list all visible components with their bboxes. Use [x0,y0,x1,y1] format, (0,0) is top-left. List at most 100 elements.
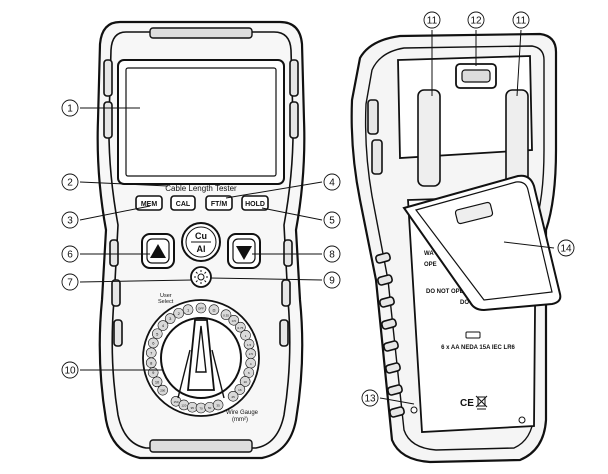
lcd-screen [125,67,277,177]
back-holster-inner [364,45,545,451]
callout-1: 1 [67,104,73,115]
dial-off-marker [195,302,207,314]
hold-button[interactable]: HOLD [241,195,269,211]
dial-ohm-marker [208,304,220,316]
dial-gauge-bottom-2-label: 95 [191,406,195,410]
callout-14: 14 [560,244,572,255]
dial-gauge-2-marker [235,321,246,333]
dial-pointer [195,325,207,373]
dial-gauge-10-label: 25 [231,395,235,399]
dial-gauge-7-label: 6 [248,371,250,375]
dial-ohm-label: Ω [212,307,215,312]
front-holster-inner [108,31,294,449]
dial-user-0-marker [182,304,194,316]
dial-gauge-8-marker [239,376,251,387]
callout-13: 13 [364,394,376,405]
back-grip-grooves [367,99,405,418]
dial-user-4-label: 5 [156,331,159,336]
user-select-line: User [160,293,172,299]
right-grip-grooves [279,59,299,347]
wire-gauge-line: Wire Gauge [226,410,259,416]
side-warning-1: WA [424,251,434,257]
callout-11a: 11 [427,16,438,27]
callout-10: 10 [64,366,76,377]
callout-leaders [79,29,555,405]
dial-gauge-bottom-5-label: 35 [216,404,220,408]
wire-gauge-line: (mm²) [232,417,248,423]
dial-user-5-label: 6 [152,341,155,346]
dial-gauge-4-label: 1.5 [247,343,252,347]
callout-2-circle [61,173,79,191]
wire-gauge-label: Wire Gauge(mm²) [226,410,259,423]
user-select-line: Select [158,299,174,305]
callout-7: 7 [67,278,73,289]
callout-6: 6 [67,250,73,261]
dial-off-label: OFF [198,307,204,311]
callout-2: 2 [67,178,73,189]
kickstand-hinge-left [417,89,441,187]
callout-11b-circle [512,11,530,29]
side-warning-2: OPE [424,262,437,268]
callout-8-circle [323,245,341,263]
dial-gauge-8-label: 10 [243,380,247,384]
ftm-button-label: FT/M [211,201,227,208]
dial-gauge-9-label: 16 [238,388,242,392]
material-al-label: Al [197,244,206,254]
battery-spec: 6 x AA NEDA 15A IEC LR6 [441,345,515,351]
cal-button-label: CAL [176,201,191,208]
dial-gauge-7-marker [243,367,255,378]
callout-1-circle [61,99,79,117]
material-cu-label: Cu [195,231,207,241]
material-select-button[interactable]: Cu Al [181,222,221,262]
callout-3: 3 [67,216,73,227]
mem-button[interactable]: MEM [135,195,163,211]
mem-button-label: MEM [141,201,158,208]
dial-gauge-bottom-3-label: 70 [199,407,203,411]
dial-gauge-0-marker [220,309,232,320]
battery-door[interactable] [402,174,562,312]
warning-line-1: DO NOT OPEN WHEN [426,289,488,295]
callout-5-circle [323,211,341,229]
dial-user-1-marker [173,307,184,319]
callout-4-circle [323,173,341,191]
callout-9: 9 [329,276,335,287]
dial-gauge-9-marker [234,384,246,395]
dial-user-6-label: 7 [150,350,153,355]
dial-gauge-5-label: 2.5 [249,352,254,356]
down-arrow-button[interactable] [227,233,261,269]
weee-bin-icon [475,395,488,410]
up-arrow-button[interactable] [141,233,175,269]
dial-gauge-bottom-0-label: 150 [173,400,178,404]
dial-gauge-1-label: 0.5 [232,319,237,323]
dial-gauge-0-label: 0.35 [223,313,229,317]
dial-gauge-6-label: 4 [250,362,252,366]
callout-10-circle [61,361,79,379]
callout-5: 5 [329,216,335,227]
down-arrow-icon [236,246,252,260]
callout-3-circle [61,211,79,229]
dial-gauge-1-marker [228,314,240,326]
dial-user-0-label: 1 [187,307,190,312]
callout-4: 4 [329,178,335,189]
dial-user-10-marker [157,384,168,396]
back-view: WA OPE DO NOT OPEN WHEN DOOR OPEN 6 x AA… [350,32,562,464]
cal-button[interactable]: CAL [170,195,196,211]
ftm-button[interactable]: FT/M [205,195,233,211]
dial-user-10-label: 200 [160,389,165,393]
dial-user-2-marker [164,313,176,324]
callout-11a-circle [423,11,441,29]
backlight-icon [194,270,208,284]
backlight-button[interactable] [190,266,212,288]
up-arrow-icon [150,244,166,258]
front-view: Cable Length Tester MEM CAL FT/M HOLD [96,20,306,460]
callout-6-circle [61,245,79,263]
kickstand-hinge-right [505,89,529,187]
dial-user-3-label: 4 [162,323,165,328]
dial-user-9-marker [151,376,163,388]
callout-13-circle [361,389,379,407]
dial-gauge-2-label: 0.75 [237,326,243,330]
